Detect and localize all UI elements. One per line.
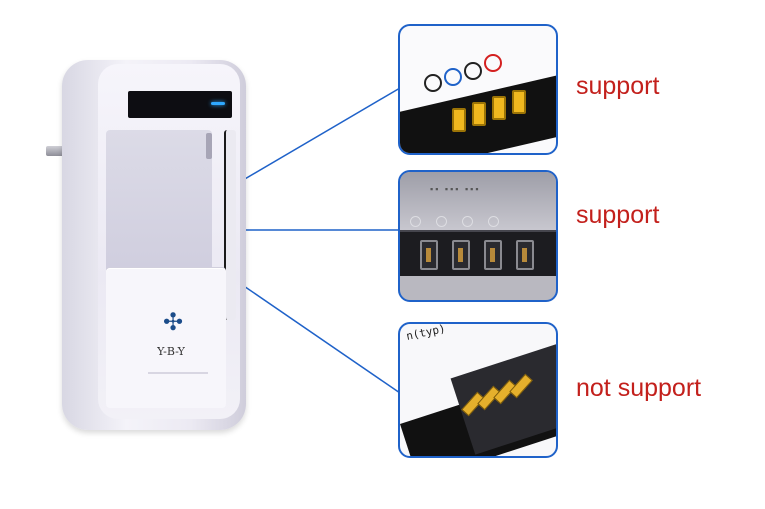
battery-contact: [452, 108, 466, 132]
contact-pin-arm: [206, 133, 212, 159]
battery-contact: [492, 96, 506, 120]
battery-contact-slot: [452, 240, 470, 270]
contact-marker-icon: [488, 216, 499, 227]
minus-circle-symbol-icon: [444, 68, 462, 86]
battery-contact: [472, 102, 486, 126]
battery-contact: [512, 90, 526, 114]
battery-bay: [106, 130, 212, 280]
battery-edge: [400, 230, 556, 276]
battery-clamp-slider: [106, 268, 226, 408]
connector-line-1: [237, 87, 401, 184]
slider-groove: [148, 372, 208, 374]
battery-top-surface: ▪▪ ▪▪▪ ▪▪▪: [400, 172, 556, 232]
minus-symbol-icon: [424, 74, 442, 92]
contact-marker-icon: [436, 216, 447, 227]
neutral-symbol-icon: [464, 62, 482, 80]
battery-contact-callout-3: n(typ): [398, 322, 558, 458]
battery-printed-text: n(typ): [405, 322, 447, 343]
adjustment-rail: [224, 130, 236, 320]
contact-marker-icon: [462, 216, 473, 227]
callout-label-2: support: [576, 201, 660, 229]
callout-label-3: not support: [576, 374, 702, 402]
brand-text: Y-B-Y: [157, 345, 185, 358]
battery-contact-slot: [516, 240, 534, 270]
battery-contact-slot: [420, 240, 438, 270]
battery-contact-callout-2: ▪▪ ▪▪▪ ▪▪▪: [398, 170, 558, 302]
callout-label-1: support: [576, 72, 660, 100]
charge-indicator-icon: [211, 102, 225, 105]
lcd-display: [128, 91, 232, 118]
plus-symbol-icon: [484, 54, 502, 72]
wall-plug-prong: [46, 146, 64, 156]
battery-printed-marks: ▪▪ ▪▪▪ ▪▪▪: [430, 184, 481, 194]
battery-contact-slot: [484, 240, 502, 270]
connector-line-3: [237, 281, 401, 394]
battery-contact-callout-1: [398, 24, 558, 155]
contact-marker-icon: [410, 216, 421, 227]
brand-logo-icon: ✣: [162, 309, 184, 336]
